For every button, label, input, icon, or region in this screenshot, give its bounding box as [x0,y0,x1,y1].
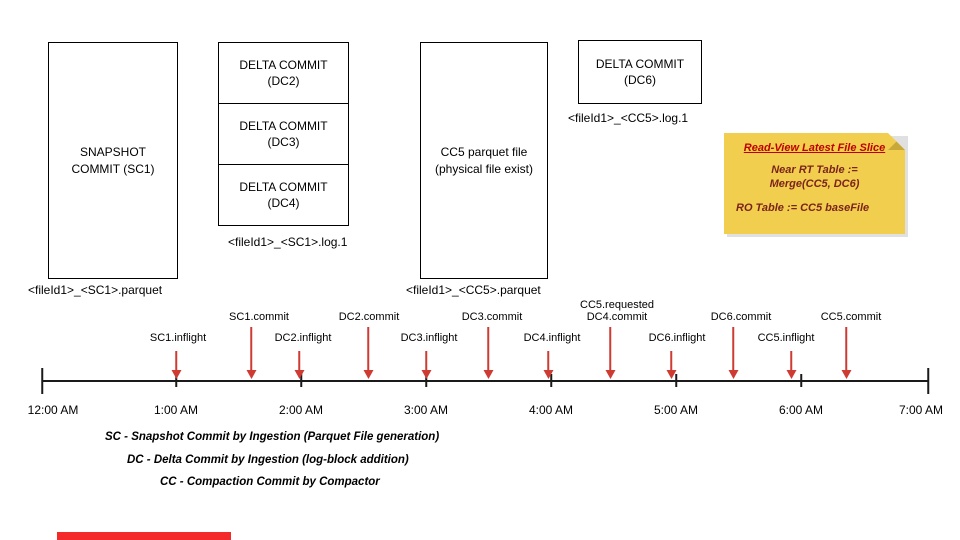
event-label-dc4-commit: CC5.requested DC4.commit [580,299,654,323]
arrow-dc3-inflight [421,351,432,379]
dc4-label-line2: (DC4) [267,196,300,210]
arrow-cc5-inflight [786,351,797,379]
legend-delta-commit: DC - Delta Commit by Ingestion (log-bloc… [127,454,409,466]
note-title: Read-View Latest File Slice [743,142,886,154]
arrow-sc1-commit [246,327,257,379]
event-label-dc4-inflight: DC4.inflight [523,332,581,344]
event-label-cc5-inflight: CC5.inflight [757,332,815,344]
arrow-sc1-inflight [171,351,182,379]
timeline-tick-1am [175,374,177,387]
event-label-cc5-commit: CC5.commit [820,311,882,323]
arrow-dc3-commit [483,327,494,379]
cc5-label-line1: CC5 parquet file [440,145,528,160]
timeline-tick-7am [927,368,929,394]
delta-commit-dc4-cell: DELTA COMMIT (DC4) [218,164,349,226]
arrow-dc4-commit [605,327,616,379]
hour-label-3am: 3:00 AM [403,403,449,417]
snapshot-commit-label-line2: COMMIT (SC1) [71,161,155,176]
event-label-sc1-inflight: SC1.inflight [149,332,207,344]
note-near-rt-line2: Merge(CC5, DC6) [769,177,860,190]
timeline-tick-5am [675,374,677,387]
bottom-red-bar [57,532,231,540]
hour-label-5am: 5:00 AM [653,403,699,417]
sc1-log-filename: <fileId1>_<SC1>.log.1 [228,235,348,249]
hour-label-4am: 4:00 AM [528,403,574,417]
timeline-tick-6am [800,374,802,387]
cc5-log-filename: <fileId1>_<CC5>.log.1 [568,111,689,125]
delta-commit-dc3-cell: DELTA COMMIT (DC3) [218,103,349,165]
timeline-tick-2am [300,374,302,387]
dc4-label-line1: DELTA COMMIT [239,179,328,194]
legend-compaction-commit: CC - Compaction Commit by Compactor [160,476,380,488]
delta-commit-dc2-cell: DELTA COMMIT (DC2) [218,42,349,104]
hour-label-2am: 2:00 AM [278,403,324,417]
event-label-dc2-inflight: DC2.inflight [274,332,332,344]
dc2-label-line1: DELTA COMMIT [239,57,328,72]
dc3-label-line2: (DC3) [267,135,300,149]
dc6-label-line2: (DC6) [624,73,656,87]
sc1-parquet-filename: <fileId1>_<SC1>.parquet [28,283,163,297]
event-label-sc1-commit: SC1.commit [229,311,289,323]
event-label-dc3-inflight: DC3.inflight [400,332,458,344]
hour-label-7am: 7:00 AM [898,403,944,417]
event-label-dc4-commit-text: DC4.commit [586,311,648,323]
arrow-dc2-inflight [294,351,305,379]
event-label-dc6-inflight: DC6.inflight [648,332,706,344]
event-label-dc3-commit: DC3.commit [461,311,523,323]
note-ro-table-line: RO Table := CC5 baseFile [736,201,870,214]
timeline-axis [42,380,928,382]
cc5-label-line2: (physical file exist) [434,161,534,176]
hour-label-1am: 1:00 AM [153,403,199,417]
snapshot-commit-label-line1: SNAPSHOT [79,145,146,160]
event-label-cc5-requested: CC5.requested [580,299,654,311]
cc5-parquet-box: CC5 parquet file (physical file exist) [420,42,548,279]
read-view-sticky-note: Read-View Latest File Slice Near RT Tabl… [724,133,905,234]
dc3-label-line1: DELTA COMMIT [239,118,328,133]
event-label-dc2-commit: DC2.commit [338,311,400,323]
timeline-tick-12am [41,368,43,394]
note-near-rt-line1: Near RT Table := [771,164,858,176]
timeline-tick-3am [425,374,427,387]
arrow-dc4-inflight [543,351,554,379]
snapshot-commit-sc1-box: SNAPSHOT COMMIT (SC1) [48,42,178,279]
arrow-dc2-commit [363,327,374,379]
timeline-tick-4am [550,374,552,387]
hour-label-12am: 12:00 AM [27,403,79,417]
dc2-label-line2: (DC2) [267,74,300,88]
delta-commit-log-stack: DELTA COMMIT (DC2) DELTA COMMIT (DC3) DE… [218,42,349,226]
cc5-parquet-filename: <fileId1>_<CC5>.parquet [406,283,541,297]
arrow-cc5-commit [841,327,852,379]
legend-snapshot-commit: SC - Snapshot Commit by Ingestion (Parqu… [105,431,440,443]
delta-commit-dc6-box: DELTA COMMIT (DC6) [578,40,702,104]
arrow-dc6-inflight [666,351,677,379]
arrow-dc6-commit [728,327,739,379]
dc6-label-line1: DELTA COMMIT [595,56,685,71]
event-label-dc6-commit: DC6.commit [710,311,772,323]
hour-label-6am: 6:00 AM [778,403,824,417]
